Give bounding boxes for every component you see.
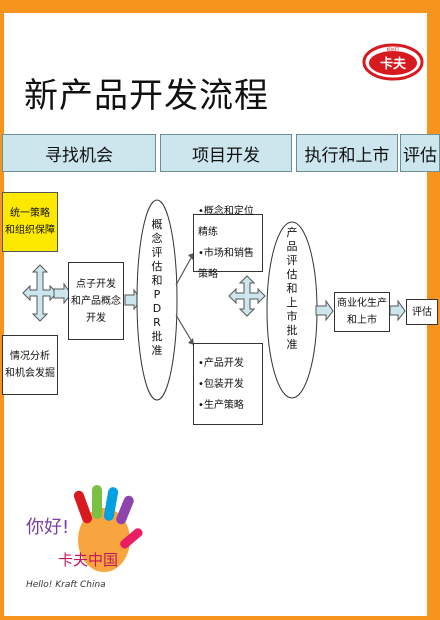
pdr-label: 概念评估和PDR批准: [151, 218, 163, 357]
arrow-to-evaluate: [389, 299, 406, 322]
launch-label: 产品评估和上市批准: [286, 226, 298, 351]
development-line-1: •产品开发: [198, 357, 244, 369]
stage-project-development: 项目开发: [160, 134, 292, 172]
top-accent-bar: [0, 0, 440, 13]
arrow-to-commercial: [315, 299, 334, 322]
concept-line-2: 和产品概念: [71, 295, 121, 307]
development-box: •产品开发 •包装开发 •生产策略: [193, 343, 263, 425]
stage-find-opportunity: 寻找机会: [2, 134, 156, 172]
analysis-box: 情况分析 和机会发掘: [2, 335, 58, 395]
bottom-accent-bar: [0, 616, 440, 620]
stage-execution-launch: 执行和上市: [296, 134, 398, 172]
concept-line-1: 点子开发: [76, 278, 116, 290]
four-way-arrow-middle: [228, 275, 266, 317]
page-title: 新产品开发流程: [24, 76, 269, 116]
refinement-line-2: •市场和销售策略: [198, 248, 254, 280]
concept-box: 点子开发 和产品概念 开发: [68, 262, 124, 340]
evaluate-box: 评估: [406, 299, 438, 325]
evaluate-label: 评估: [412, 306, 432, 318]
development-line-3: •生产策略: [198, 399, 244, 411]
hello-kraft-china-logo: 你好! 卡夫中国: [26, 485, 143, 572]
commercial-box: 商业化生产 和上市: [334, 292, 390, 332]
analysis-line-1: 情况分析: [10, 351, 50, 362]
logo-top-text: KRAFT: [387, 47, 400, 52]
development-line-2: •包装开发: [198, 378, 244, 390]
strategy-box: 统一策略 和组织保障: [2, 192, 58, 252]
refinement-line-1: •概念和定位精练: [198, 206, 254, 238]
hello-text: 你好!: [26, 517, 69, 538]
logo-brand-text: 卡夫: [380, 56, 407, 72]
refinement-box: •概念和定位精练 •市场和销售策略: [193, 206, 263, 280]
brand-text: 卡夫中国: [58, 551, 118, 569]
handprint-icon: [73, 485, 143, 572]
four-way-arrow-left: [22, 264, 58, 322]
strategy-line-2: 和组织保障: [5, 225, 55, 236]
stage-evaluation: 评估: [400, 134, 440, 172]
arrow-to-concept: [53, 282, 72, 305]
strategy-line-1: 统一策略: [10, 208, 50, 219]
analysis-line-2: 和机会发掘: [5, 368, 55, 379]
commercial-line-1: 商业化生产: [337, 298, 387, 309]
pdr-ellipse: [136, 199, 178, 401]
left-accent-bar: [0, 13, 4, 620]
concept-line-3: 开发: [86, 312, 106, 324]
kraft-logo: KRAFT 卡夫: [362, 43, 424, 81]
hello-english-text: Hello! Kraft China: [26, 580, 106, 590]
commercial-line-2: 和上市: [347, 315, 377, 326]
